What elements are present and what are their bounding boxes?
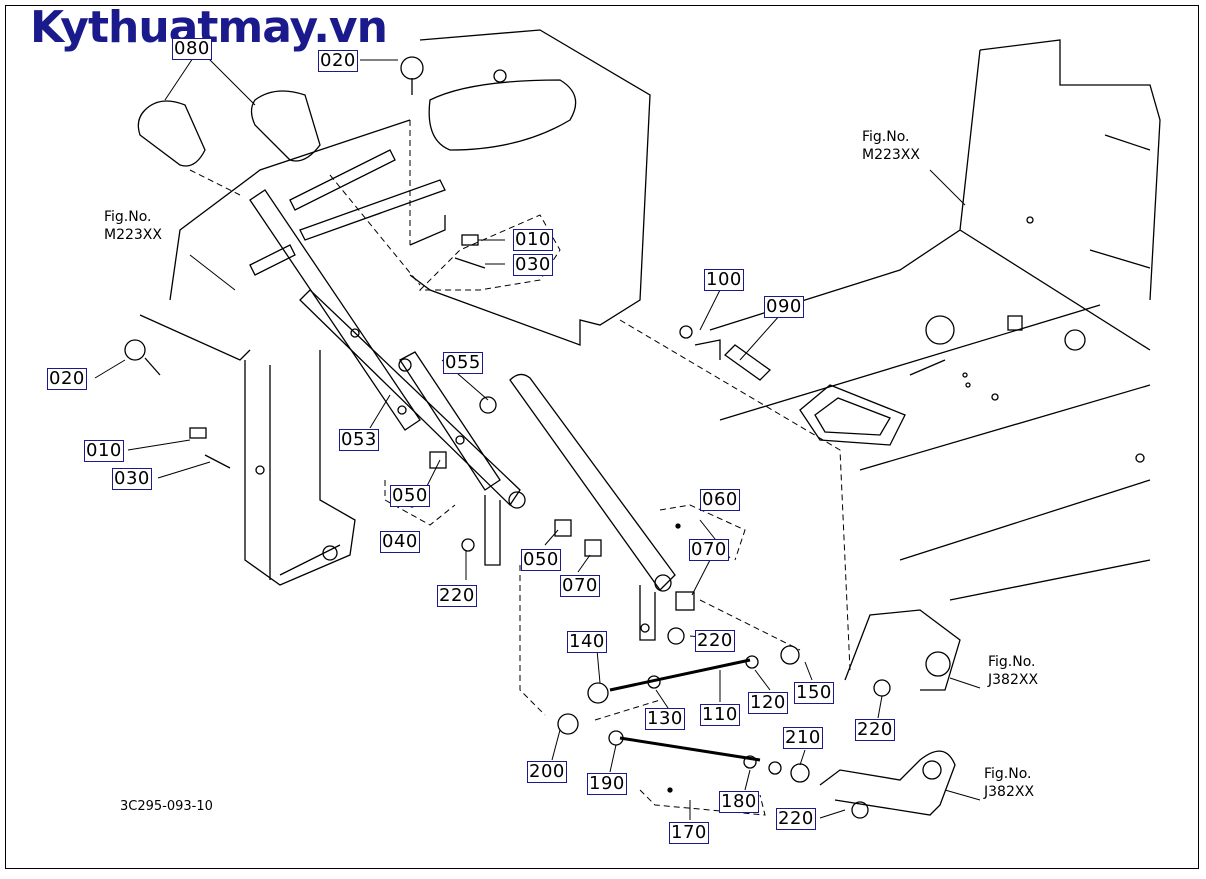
part-callout[interactable]: 070 [560, 575, 600, 597]
fig-ref-number: J382XX [988, 672, 1039, 688]
part-callout[interactable]: 100 [704, 269, 744, 291]
part-callout[interactable]: 030 [112, 468, 152, 490]
fig-ref-number: M223XX [104, 227, 162, 243]
part-callout[interactable]: 020 [47, 368, 87, 390]
fig-ref: Fig.No. J382XX [988, 653, 1038, 689]
fig-ref-number: J382XX [984, 784, 1035, 800]
drawing-code: 3C295-093-10 [120, 799, 213, 814]
part-callout[interactable]: 130 [645, 708, 685, 730]
part-callout[interactable]: 050 [521, 549, 561, 571]
part-callout[interactable]: 220 [437, 585, 477, 607]
part-callout[interactable]: 220 [776, 808, 816, 830]
part-callout[interactable]: 060 [700, 489, 740, 511]
fig-ref-label: Fig.No. [104, 209, 152, 225]
part-callout[interactable]: 053 [339, 429, 379, 451]
part-callout[interactable]: 150 [794, 682, 834, 704]
part-callout[interactable]: 020 [318, 50, 358, 72]
part-callout[interactable]: 180 [719, 791, 759, 813]
fig-ref-label: Fig.No. [984, 766, 1032, 782]
part-callout[interactable]: 200 [527, 761, 567, 783]
fig-ref: Fig.No. M223XX [104, 208, 162, 244]
fig-ref-label: Fig.No. [862, 129, 910, 145]
part-callout[interactable]: 210 [783, 727, 823, 749]
part-callout[interactable]: 220 [855, 719, 895, 741]
part-callout[interactable]: 190 [587, 773, 627, 795]
fig-ref-label: Fig.No. [988, 654, 1036, 670]
part-callout[interactable]: 070 [689, 539, 729, 561]
fig-ref: Fig.No. M223XX [862, 128, 920, 164]
part-callout[interactable]: 010 [84, 440, 124, 462]
part-callout[interactable]: 010 [513, 229, 553, 251]
part-callout[interactable]: 140 [567, 631, 607, 653]
fig-ref: Fig.No. J382XX [984, 765, 1034, 801]
part-callout[interactable]: 120 [748, 692, 788, 714]
part-callout[interactable]: 040 [380, 531, 420, 553]
drawing-frame [5, 5, 1199, 869]
part-callout[interactable]: 050 [390, 485, 430, 507]
part-callout[interactable]: 090 [764, 296, 804, 318]
fig-ref-number: M223XX [862, 147, 920, 163]
part-callout[interactable]: 220 [695, 630, 735, 652]
part-callout[interactable]: 055 [443, 352, 483, 374]
part-callout[interactable]: 110 [700, 704, 740, 726]
part-callout[interactable]: 030 [513, 254, 553, 276]
part-callout[interactable]: 080 [172, 38, 212, 60]
part-callout[interactable]: 170 [669, 822, 709, 844]
